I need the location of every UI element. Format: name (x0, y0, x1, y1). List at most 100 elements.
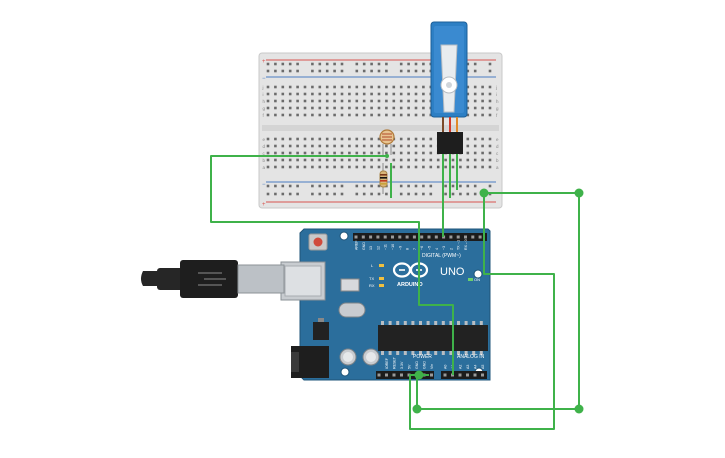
breadboard-hole[interactable] (303, 144, 307, 148)
rail-hole[interactable] (325, 192, 329, 196)
rail-hole[interactable] (422, 69, 425, 73)
breadboard-hole[interactable] (488, 85, 492, 89)
power-pin-hole[interactable] (377, 373, 381, 377)
breadboard-hole[interactable] (429, 158, 433, 162)
breadboard-hole[interactable] (362, 144, 366, 148)
digital-pin-hole[interactable] (383, 235, 387, 239)
breadboard-hole[interactable] (466, 144, 470, 148)
breadboard-hole[interactable] (348, 151, 351, 155)
breadboard-hole[interactable] (466, 99, 470, 103)
digital-pin-hole[interactable] (405, 235, 409, 239)
analog-pin-hole[interactable] (466, 373, 469, 377)
breadboard-hole[interactable] (407, 144, 410, 148)
power-pin-hole[interactable] (430, 373, 433, 377)
breadboard-hole[interactable] (459, 165, 462, 169)
rail-hole[interactable] (311, 192, 314, 196)
breadboard-hole[interactable] (348, 165, 351, 169)
breadboard-hole[interactable] (303, 99, 307, 103)
breadboard-hole[interactable] (407, 158, 410, 162)
breadboard-hole[interactable] (399, 158, 403, 162)
rail-hole[interactable] (296, 184, 299, 188)
breadboard-hole[interactable] (340, 113, 344, 117)
breadboard-hole[interactable] (296, 106, 299, 110)
breadboard-hole[interactable] (466, 158, 470, 162)
breadboard-hole[interactable] (407, 113, 410, 117)
rail-hole[interactable] (444, 184, 447, 188)
breadboard-hole[interactable] (355, 144, 359, 148)
breadboard-hole[interactable] (340, 158, 344, 162)
breadboard-hole[interactable] (266, 85, 270, 89)
breadboard-hole[interactable] (385, 99, 388, 103)
rail-hole[interactable] (333, 184, 336, 188)
breadboard-hole[interactable] (370, 113, 373, 117)
breadboard-hole[interactable] (296, 85, 299, 89)
breadboard-hole[interactable] (377, 137, 381, 141)
breadboard-hole[interactable] (296, 113, 299, 117)
breadboard-hole[interactable] (325, 92, 329, 96)
wire-node[interactable] (479, 188, 489, 198)
breadboard-hole[interactable] (281, 137, 285, 141)
breadboard-holes[interactable] (266, 62, 492, 196)
breadboard-hole[interactable] (473, 158, 477, 162)
power-pin-hole[interactable] (400, 373, 403, 377)
breadboard-hole[interactable] (325, 113, 329, 117)
breadboard-hole[interactable] (296, 92, 299, 96)
breadboard-hole[interactable] (436, 165, 440, 169)
breadboard-hole[interactable] (488, 113, 492, 117)
breadboard-hole[interactable] (355, 137, 359, 141)
breadboard-hole[interactable] (488, 99, 492, 103)
rail-hole[interactable] (355, 192, 359, 196)
reset-button-icon[interactable] (308, 233, 328, 251)
wire-rail-down[interactable] (409, 193, 555, 430)
digital-pin-hole[interactable] (434, 235, 438, 239)
breadboard-hole[interactable] (488, 151, 492, 155)
breadboard-hole[interactable] (274, 113, 277, 117)
breadboard-hole[interactable] (370, 144, 373, 148)
breadboard-hole[interactable] (385, 144, 388, 148)
breadboard-hole[interactable] (288, 151, 292, 155)
breadboard-hole[interactable] (281, 151, 285, 155)
breadboard-hole[interactable] (333, 165, 336, 169)
breadboard-hole[interactable] (318, 158, 322, 162)
breadboard-hole[interactable] (473, 137, 477, 141)
rail-hole[interactable] (340, 62, 344, 66)
breadboard-hole[interactable] (296, 99, 299, 103)
digital-pin-hole[interactable] (427, 235, 431, 239)
breadboard-hole[interactable] (325, 158, 329, 162)
breadboard-hole[interactable] (481, 144, 484, 148)
breadboard-hole[interactable] (466, 151, 470, 155)
breadboard-hole[interactable] (303, 92, 307, 96)
breadboard-hole[interactable] (325, 137, 329, 141)
digital-pin-hole[interactable] (376, 235, 380, 239)
rail-hole[interactable] (466, 192, 470, 196)
rail-hole[interactable] (370, 192, 373, 196)
breadboard-hole[interactable] (392, 144, 396, 148)
digital-pin-hole[interactable] (398, 235, 402, 239)
breadboard-hole[interactable] (385, 113, 388, 117)
breadboard-hole[interactable] (311, 99, 314, 103)
breadboard-hole[interactable] (311, 144, 314, 148)
rail-hole[interactable] (466, 69, 470, 73)
breadboard-hole[interactable] (414, 113, 418, 117)
breadboard-hole[interactable] (340, 137, 344, 141)
analog-pin-hole[interactable] (458, 373, 462, 377)
breadboard-hole[interactable] (488, 92, 492, 96)
breadboard-hole[interactable] (325, 99, 329, 103)
rail-hole[interactable] (362, 184, 366, 188)
rail-hole[interactable] (281, 62, 285, 66)
breadboard-hole[interactable] (399, 151, 403, 155)
breadboard-hole[interactable] (392, 158, 396, 162)
rail-hole[interactable] (377, 69, 381, 73)
breadboard-hole[interactable] (296, 165, 299, 169)
rail-hole[interactable] (488, 62, 492, 66)
wire-node[interactable] (574, 404, 584, 414)
rail-hole[interactable] (311, 184, 314, 188)
breadboard-hole[interactable] (274, 165, 277, 169)
rail-hole[interactable] (407, 69, 410, 73)
breadboard-hole[interactable] (325, 85, 329, 89)
breadboard-hole[interactable] (318, 85, 322, 89)
breadboard-hole[interactable] (311, 165, 314, 169)
arduino-uno-board[interactable]: ARDUINO UNO DIGITAL (PWM~) L TX RX ON AR… (280, 228, 491, 381)
breadboard-hole[interactable] (355, 92, 359, 96)
